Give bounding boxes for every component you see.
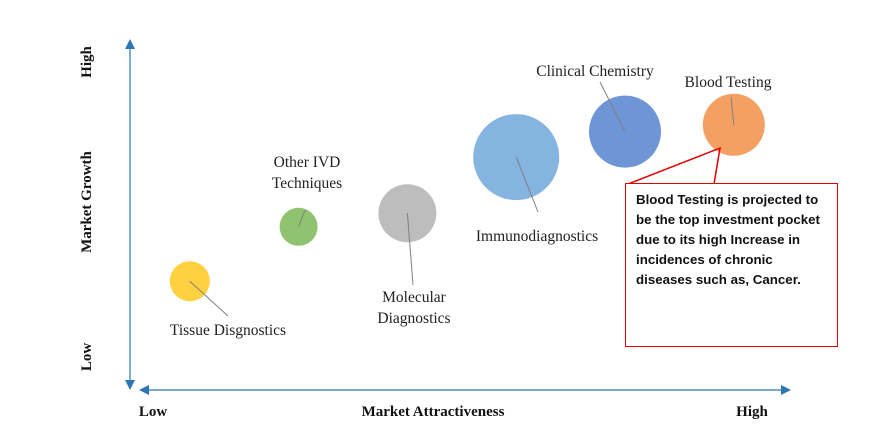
x-tick-high: High [736,404,768,420]
leader-line-molecular-diagnostics [406,213,414,286]
y-axis-title: Market Growth [79,150,95,252]
leader-line-immunodiagnostics [515,156,539,213]
bubble-label-other-ivd-techniques: Other IVD [274,154,341,171]
y-tick-high: High [79,46,95,78]
bubble-label-molecular-diagnostics: Molecular [382,289,447,306]
bubble-label-molecular-diagnostics: Diagnostics [377,310,450,327]
leader-line-clinical-chemistry [599,81,626,132]
bubble-label-tissue-disgnostics: Tissue Disgnostics [170,322,286,339]
callout-annotation: Blood Testing is projected to be the top… [625,183,838,347]
callout-pointer [627,146,721,185]
bubble-label-other-ivd-techniques: Techniques [272,175,342,192]
leader-line-other-ivd-techniques [298,209,306,227]
y-tick-low: Low [79,343,95,372]
x-tick-low: Low [139,404,168,420]
x-axis-title: Market Attractiveness [362,404,505,420]
bubble-label-clinical-chemistry: Clinical Chemistry [536,63,654,80]
leader-line-tissue-disgnostics [189,280,229,317]
bubble-label-immunodiagnostics: Immunodiagnostics [476,228,598,245]
leader-line-blood-testing [730,96,735,125]
bubble-label-blood-testing: Blood Testing [685,74,772,91]
